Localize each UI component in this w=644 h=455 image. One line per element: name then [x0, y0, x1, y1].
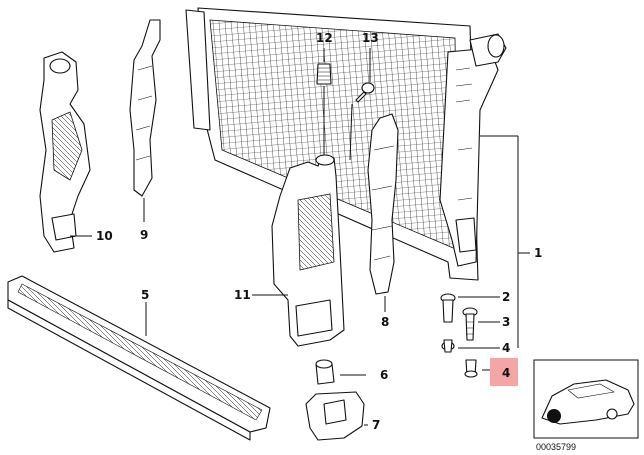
callout-7: 7	[372, 418, 380, 432]
bolt	[440, 293, 500, 323]
callout-11: 11	[234, 288, 251, 302]
callout-2: 2	[502, 290, 510, 304]
expansion-screw	[316, 48, 332, 160]
right-air-guide	[367, 113, 399, 312]
highlight-box	[490, 358, 518, 386]
left-air-guide	[129, 19, 161, 222]
bracket	[305, 391, 368, 441]
callout-12: 12	[316, 31, 333, 45]
rubber-mount	[315, 359, 366, 385]
radiator	[185, 7, 507, 281]
leader-lines	[480, 135, 530, 348]
car-thumbnail	[533, 359, 639, 439]
rivet-nut-highlighted	[464, 359, 490, 378]
screw-long	[462, 307, 500, 341]
callout-1: 1	[534, 246, 542, 260]
callout-10: 10	[96, 229, 113, 243]
reference-number: 00035799	[536, 442, 576, 452]
rivet-nut	[441, 339, 500, 353]
callout-8: 8	[381, 315, 389, 329]
callout-5: 5	[141, 288, 149, 302]
expansion-tank	[252, 154, 345, 347]
callout-13: 13	[362, 31, 379, 45]
callout-6: 6	[380, 368, 388, 382]
callout-4: 4	[502, 341, 510, 355]
callout-4-highlighted: 4	[502, 366, 510, 380]
lower-air-duct	[7, 275, 271, 441]
left-upper-air-guide	[39, 51, 92, 253]
callout-9: 9	[140, 228, 148, 242]
screw-short	[349, 48, 375, 161]
callout-3: 3	[502, 315, 510, 329]
